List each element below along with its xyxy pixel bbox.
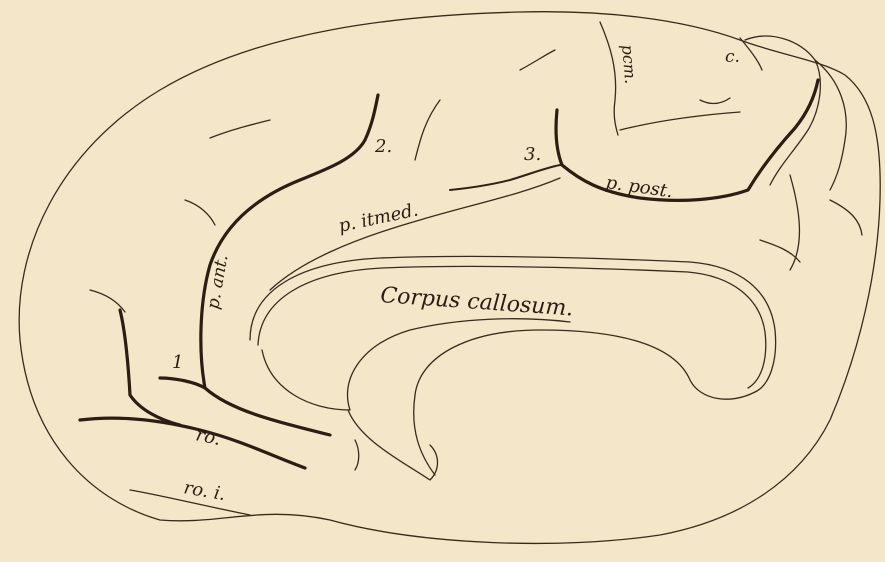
hemisphere-outline: [19, 12, 880, 544]
label-1: 1: [172, 352, 183, 373]
fissure-p-ant-lower: [205, 388, 330, 435]
label-ro-i: ro. i.: [182, 477, 227, 505]
fissure-ro: [80, 418, 305, 468]
sulcus-i: [620, 112, 740, 130]
corpus-callosum-inner: [258, 266, 766, 388]
label-corpus-callosum: Corpus callosum.: [380, 283, 574, 321]
sulcus-h: [740, 38, 762, 70]
sulcus-a: [210, 120, 270, 138]
occipital-branch: [790, 175, 799, 270]
label-3: 3.: [524, 144, 541, 165]
sulcus-e: [185, 200, 215, 225]
sulcus-d: [700, 98, 730, 104]
label-p-ant: p. ant.: [203, 253, 232, 311]
corpus-callosum-outer: [250, 256, 776, 392]
label-ro: ro.: [194, 424, 223, 450]
corpus-callosum-lower: [414, 330, 755, 475]
occipital-branch-3: [830, 200, 862, 235]
sulcus-pcm: [600, 22, 618, 135]
label-p-itmed: p. itmed.: [337, 200, 421, 237]
corpus-callosum-lower-2: [262, 319, 570, 410]
label-2: 2.: [374, 136, 392, 157]
label-c: c.: [725, 47, 740, 67]
occipital-branch-2: [760, 240, 800, 262]
fissure-p-ant: [160, 95, 378, 388]
sulcus-b: [415, 100, 440, 160]
fornix: [348, 410, 438, 480]
fissure-p-post: [556, 80, 818, 200]
label-p-post: p. post.: [604, 172, 674, 202]
sulcus-c: [520, 50, 555, 70]
label-pcm: pcm.: [618, 44, 640, 85]
fissure-ro-left: [120, 310, 180, 425]
fissure-p-itmed: [450, 165, 560, 190]
callosal-sulcus: [270, 178, 560, 290]
sulcus-g: [355, 440, 359, 470]
